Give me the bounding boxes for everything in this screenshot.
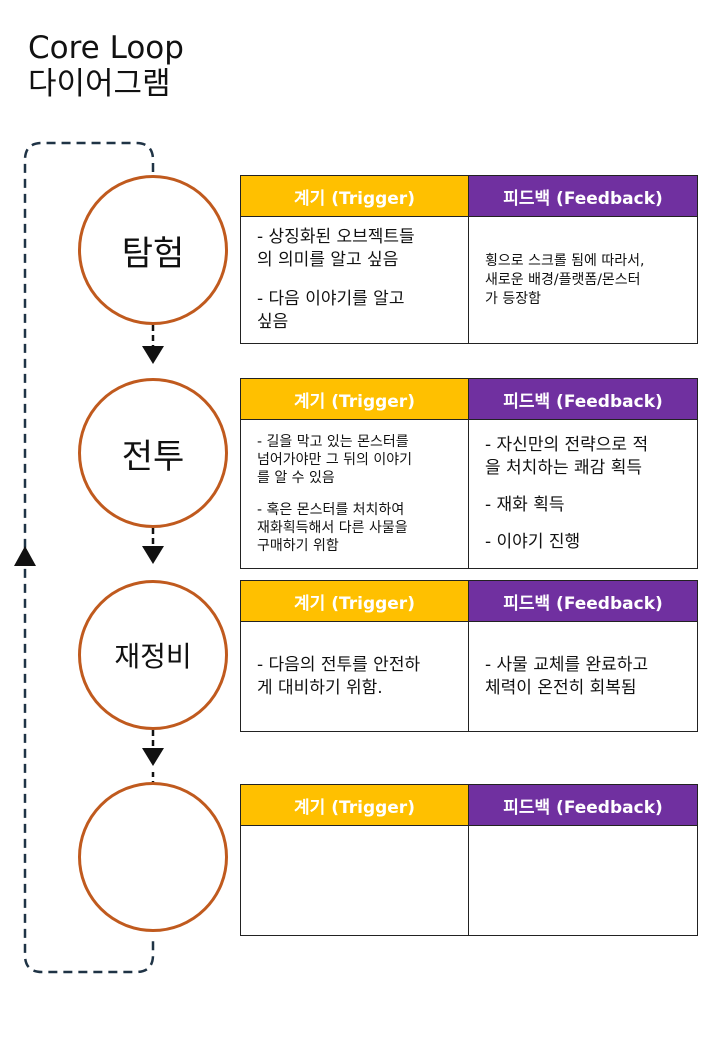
arrow-down-1 — [142, 346, 164, 364]
stage-card-battle: 계기 (Trigger) 피드백 (Feedback) - 길을 막고 있는 몬… — [240, 378, 698, 569]
feedback-text: - 재화 획득 — [485, 495, 565, 515]
feedback-text: 횡으로 스크롤 됨에 따라서, 새로운 배경/플랫폼/몬스터 가 등장함 — [485, 252, 645, 307]
feedback-text: - 이야기 진행 — [485, 532, 581, 552]
feedback-cell: - 자신만의 전략으로 적 을 처치하는 쾌감 획득 - 재화 획득 - 이야기… — [469, 419, 697, 568]
feedback-header: 피드백 (Feedback) — [469, 379, 697, 419]
stage-card-regroup: 계기 (Trigger) 피드백 (Feedback) - 다음의 전투를 안전… — [240, 580, 698, 732]
stage-label: 전투 — [121, 436, 185, 477]
title-line-2: 다이어그램 — [28, 66, 171, 102]
trigger-cell — [241, 825, 469, 935]
trigger-cell: - 다음의 전투를 안전하 게 대비하기 위함. — [241, 621, 469, 731]
stage-circle-explore: 탐험 — [78, 175, 228, 325]
trigger-header: 계기 (Trigger) — [241, 581, 469, 621]
trigger-text: - 혹은 몬스터를 처치하여 재화획득해서 다른 사물을 구매하기 위함 — [257, 502, 408, 554]
trigger-text: - 다음 이야기를 알고 싶음 — [257, 289, 405, 332]
trigger-cell: - 상징화된 오브젝트들 의 의미를 알고 싶음 - 다음 이야기를 알고 싶음 — [241, 216, 469, 343]
title-line-1: Core Loop — [28, 30, 184, 66]
trigger-header: 계기 (Trigger) — [241, 785, 469, 825]
arrow-down-3 — [142, 748, 164, 766]
feedback-cell: - 사물 교체를 완료하고 체력이 온전히 회복됨 — [469, 621, 697, 731]
loop-arrow-up — [14, 546, 36, 566]
feedback-text: - 자신만의 전략으로 적 을 처치하는 쾌감 획득 — [485, 435, 649, 478]
trigger-cell: - 길을 막고 있는 몬스터를 넘어가야만 그 뒤의 이야기 를 알 수 있음 … — [241, 419, 469, 568]
stage-circle-regroup: 재정비 — [78, 580, 228, 730]
trigger-text: - 다음의 전투를 안전하 게 대비하기 위함. — [257, 654, 421, 698]
feedback-header: 피드백 (Feedback) — [469, 785, 697, 825]
stage-label: 재정비 — [114, 640, 192, 673]
trigger-text: - 상징화된 오브젝트들 의 의미를 알고 싶음 — [257, 227, 415, 270]
arrow-down-2 — [142, 546, 164, 564]
diagram-title: Core Loop 다이어그램 — [28, 30, 184, 102]
stage-card-empty: 계기 (Trigger) 피드백 (Feedback) — [240, 784, 698, 936]
stage-card-explore: 계기 (Trigger) 피드백 (Feedback) - 상징화된 오브젝트들… — [240, 175, 698, 344]
feedback-header: 피드백 (Feedback) — [469, 581, 697, 621]
stage-circle-empty — [78, 782, 228, 932]
feedback-cell — [469, 825, 697, 935]
stage-label: 탐험 — [121, 233, 185, 274]
trigger-header: 계기 (Trigger) — [241, 176, 469, 216]
trigger-text: - 길을 막고 있는 몬스터를 넘어가야만 그 뒤의 이야기 를 알 수 있음 — [257, 434, 413, 486]
feedback-text: - 사물 교체를 완료하고 체력이 온전히 회복됨 — [485, 654, 649, 698]
trigger-header: 계기 (Trigger) — [241, 379, 469, 419]
feedback-cell: 횡으로 스크롤 됨에 따라서, 새로운 배경/플랫폼/몬스터 가 등장함 — [469, 216, 697, 343]
stage-circle-battle: 전투 — [78, 378, 228, 528]
feedback-header: 피드백 (Feedback) — [469, 176, 697, 216]
